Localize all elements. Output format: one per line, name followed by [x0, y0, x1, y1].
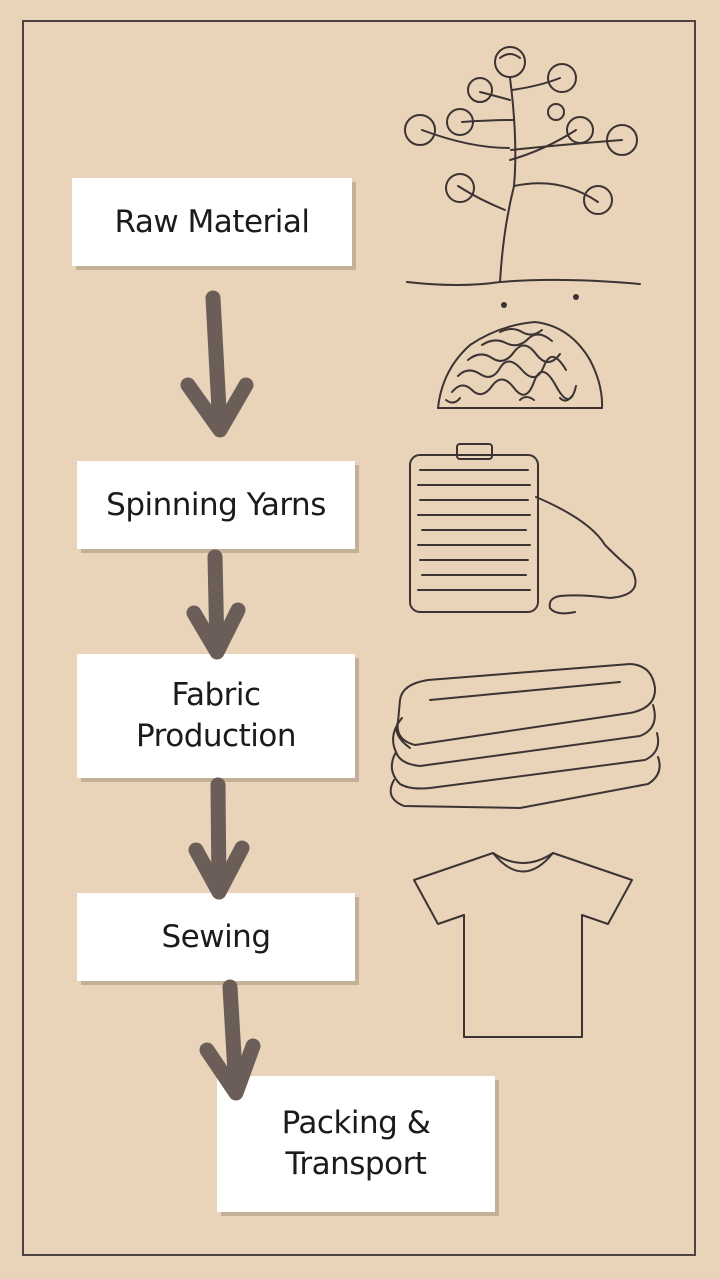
arrow-down-icon: [186, 549, 246, 660]
step-fabric-production: Fabric Production: [77, 654, 355, 778]
step-label: Spinning Yarns: [106, 486, 326, 523]
arrow-down-icon: [188, 777, 250, 900]
raw-cotton-pile-icon: [437, 321, 604, 409]
step-label: Sewing: [161, 918, 271, 955]
step-label: Packing & Transport: [281, 1105, 431, 1182]
step-packing-transport: Packing & Transport: [217, 1076, 495, 1212]
page-border: [22, 20, 696, 1256]
cotton-plant-icon: [404, 46, 641, 308]
step-label: Raw Material: [114, 203, 310, 240]
tshirt-icon: [413, 852, 633, 1038]
arrow-down-icon: [180, 290, 254, 438]
yarn-spool-icon: [409, 443, 637, 615]
step-raw-material: Raw Material: [72, 178, 352, 266]
arrow-down-icon: [199, 979, 261, 1101]
step-label: Fabric Production: [136, 677, 296, 754]
step-sewing: Sewing: [77, 893, 355, 981]
step-spinning-yarns: Spinning Yarns: [77, 461, 355, 549]
folded-fabric-icon: [389, 663, 661, 809]
